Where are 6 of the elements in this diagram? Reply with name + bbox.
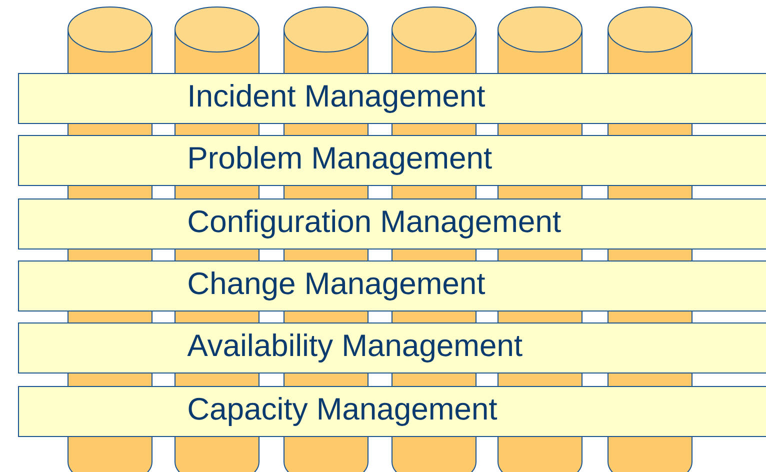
band-box: Availability Management [18,322,766,374]
band-box: Capacity Management [18,386,766,437]
band-box: Configuration Management [18,198,766,250]
band-box: Change Management [18,260,766,312]
band-box: Problem Management [18,135,766,186]
band-box: Incident Management [18,73,766,124]
